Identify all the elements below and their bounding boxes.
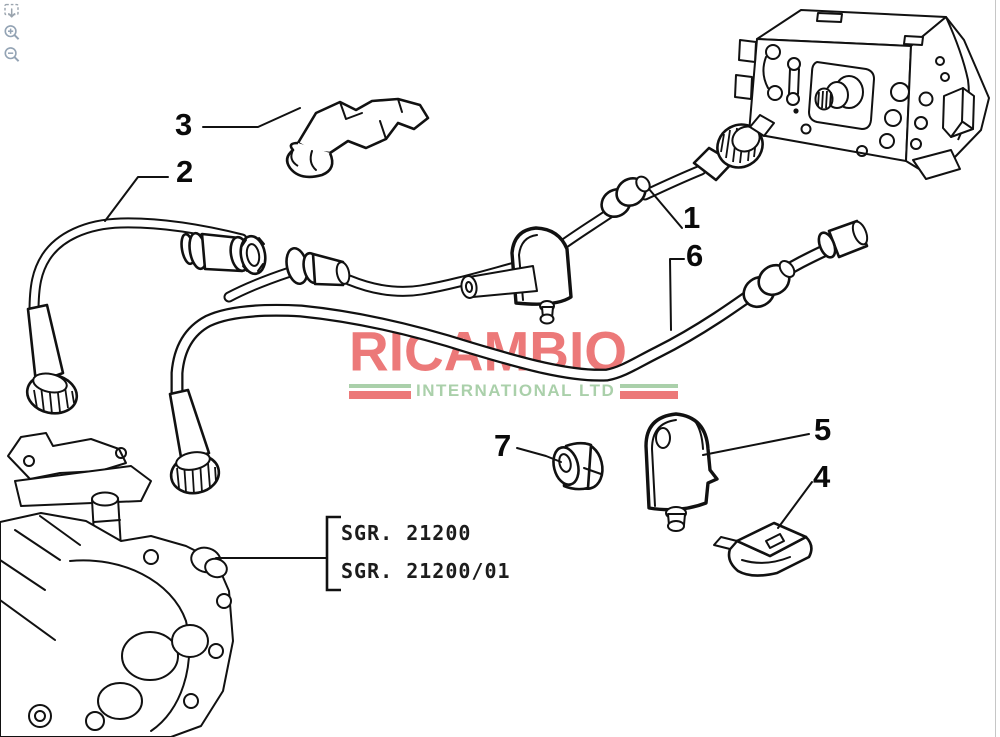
gearbox-drawing [0,432,234,737]
watermark-subtitle: INTERNATIONAL LTD [416,381,616,400]
cable-6-fittings [168,219,869,495]
callout-4[interactable]: 4 [813,459,831,494]
watermark-stripes-right [620,383,679,399]
cable-2-fittings [25,231,267,415]
viewer-toolbar [2,2,22,65]
grommet-part-7-drawing [552,441,604,491]
clip-part-4-drawing [713,521,813,577]
bracket-part-3-drawing [285,97,430,179]
callout-3[interactable]: 3 [175,107,193,142]
callout-6[interactable]: 6 [686,238,704,273]
callout-2[interactable]: 2 [176,154,194,189]
watermark-stripes-left [349,383,411,399]
zoom-out-icon[interactable] [2,46,22,65]
leader-lines [104,107,813,529]
sgr-group-bracket [215,515,341,592]
callout-1[interactable]: 1 [683,200,701,235]
zoom-in-icon[interactable] [2,24,22,43]
page-right-border [995,0,996,737]
callout-5[interactable]: 5 [814,412,832,447]
cover-part-5-drawing [644,412,719,532]
capture-region-icon[interactable] [2,2,22,21]
firewall-grommet-drawing [460,226,573,325]
instrument-cluster-drawing [734,9,990,180]
cable-1-fittings [285,114,775,287]
sgr-label-1: SGR. 21200 [341,521,472,545]
sgr-label-2: SGR. 21200/01 [341,559,511,583]
callout-7[interactable]: 7 [494,428,512,463]
